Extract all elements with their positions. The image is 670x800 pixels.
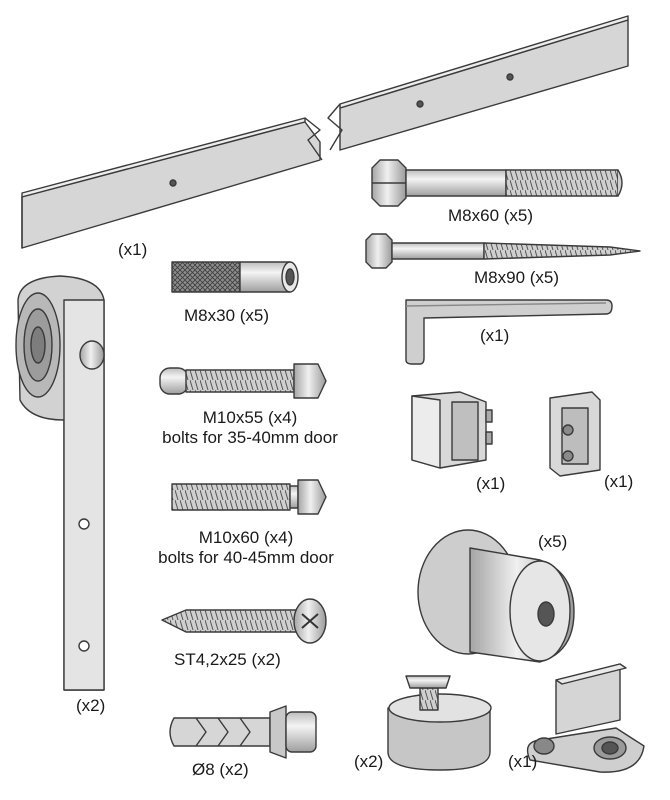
lag-bolt-long-label: M8x90 (x5) (474, 268, 559, 288)
lag-bolt-short-label: M8x60 (x5) (448, 206, 533, 226)
wall-spacer-qty: (x5) (538, 532, 568, 551)
bolt-m10x60-size: M10x60 (198, 528, 260, 547)
lag-bolt-short-qty: (x5) (503, 206, 534, 225)
spacer-sleeve-qty: (x5) (239, 306, 270, 325)
lag-bolt-long-size: M8x90 (474, 268, 526, 287)
bolt-m10x55-drawing (159, 363, 327, 399)
spacer-sleeve-drawing (171, 261, 299, 293)
hanger-qty: (x2) (76, 696, 106, 715)
screw-st4-size: ST4,2x25 (174, 650, 247, 669)
wall-plug-label: Ø8 (x2) (192, 760, 249, 780)
screw-st4-qty: (x2) (251, 650, 281, 669)
wall-plug-drawing (169, 705, 317, 759)
bolt-m10x55-label: M10x55 (x4) bolts for 35-40mm door (120, 408, 380, 448)
wall-spacer-drawing (417, 529, 575, 663)
floor-guide-drawing (526, 663, 645, 773)
bolt-m10x55-qty: (x4) (267, 408, 298, 427)
end-stop-a-qty: (x1) (476, 474, 506, 493)
rail-qty: (x1) (118, 240, 148, 259)
lag-bolt-short-drawing (371, 159, 623, 207)
bolt-m10x60-note: bolts for 40-45mm door (158, 548, 334, 567)
allen-key-qty: (x1) (480, 326, 510, 345)
spacer-sleeve-label: M8x30 (x5) (184, 306, 269, 326)
wall-plug-qty: (x2) (219, 760, 249, 779)
end-stop-a-drawing (411, 391, 493, 469)
bolt-m10x60-drawing (171, 479, 327, 515)
hanger-drawing (15, 275, 105, 691)
bolt-m10x55-size: M10x55 (202, 408, 264, 427)
screw-st4-label: ST4,2x25 (x2) (174, 650, 281, 670)
lag-bolt-long-drawing (365, 233, 641, 269)
lag-bolt-long-qty: (x5) (529, 268, 560, 287)
end-stop-b-qty: (x1) (604, 472, 634, 491)
bolt-m10x55-note: bolts for 35-40mm door (162, 428, 338, 447)
bolt-m10x60-qty: (x4) (263, 528, 294, 547)
rail (21, 15, 629, 249)
end-stop-b-drawing (549, 391, 601, 477)
screw-st4-drawing (161, 598, 327, 644)
bolt-m10x60-label: M10x60 (x4) bolts for 40-45mm door (116, 528, 376, 568)
spacer-sleeve-size: M8x30 (184, 306, 236, 325)
anti-jump-drawing (387, 675, 492, 771)
floor-guide-qty: (x1) (508, 752, 538, 771)
lag-bolt-short-size: M8x60 (448, 206, 500, 225)
anti-jump-qty: (x2) (354, 752, 384, 771)
allen-key-drawing (405, 299, 613, 365)
wall-plug-size: Ø8 (192, 760, 215, 779)
